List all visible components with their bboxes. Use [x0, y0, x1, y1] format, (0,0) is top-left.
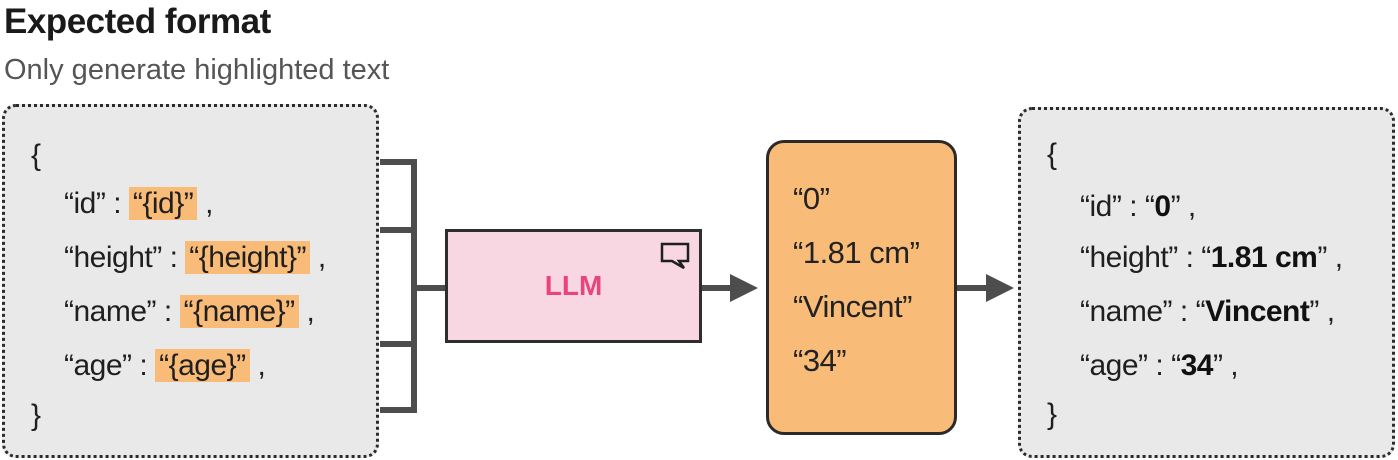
generated-value: “Vincent”: [793, 289, 913, 324]
result-separator: :: [1155, 349, 1164, 382]
template-placeholder-highlight: “{height}”: [185, 241, 311, 274]
template-separator: :: [163, 295, 172, 328]
template-key: “age”: [64, 349, 132, 382]
result-row-id: “id” : “0” ,: [1080, 190, 1196, 224]
template-row-name: “name” : “{name}” ,: [64, 295, 315, 329]
result-key: “age”: [1080, 349, 1148, 382]
template-trailing-comma: ,: [317, 241, 326, 274]
template-key: “height”: [64, 241, 162, 274]
diagram-subtitle: Only generate highlighted text: [4, 54, 390, 86]
template-placeholder-highlight: “{age}”: [155, 349, 250, 382]
result-separator: :: [1179, 295, 1188, 328]
result-open-quote: “: [1144, 190, 1155, 223]
template-separator: :: [169, 241, 178, 274]
result-separator: :: [1129, 190, 1138, 223]
result-key: “id”: [1080, 190, 1122, 223]
bracket-connector: [380, 159, 417, 413]
result-open-quote: “: [1195, 295, 1206, 328]
template-placeholder-highlight: “{name}”: [179, 295, 299, 328]
template-placeholder-highlight: “{id}”: [128, 187, 198, 220]
generated-values-card: “0” “1.81 cm” “Vincent” “34”: [766, 140, 957, 435]
template-separator: :: [113, 187, 122, 220]
card-to-output-arrowhead: [986, 274, 1014, 302]
generated-value: “0”: [793, 181, 830, 216]
result-trailing-comma: ,: [1334, 241, 1343, 274]
result-close-quote: ”: [1317, 241, 1327, 274]
result-row-height: “height” : “1.81 cm” ,: [1080, 241, 1343, 275]
template-trailing-comma: ,: [257, 349, 266, 382]
template-trailing-comma: ,: [306, 295, 315, 328]
result-row-name: “name” : “Vincent” ,: [1080, 295, 1335, 329]
result-close-quote: ”: [1309, 295, 1319, 328]
template-separator: :: [139, 349, 148, 382]
template-row-id: “id” : “{id}” ,: [64, 187, 213, 221]
template-panel: { “id” : “{id}” , “height” : “{height}” …: [2, 104, 379, 458]
template-trailing-comma: ,: [205, 187, 213, 220]
template-row-height: “height” : “{height}” ,: [64, 241, 326, 275]
chat-bubble-icon: [660, 242, 690, 270]
llm-label: LLM: [544, 270, 603, 301]
llm-node: LLM: [445, 229, 702, 343]
result-value: 1.81 cm: [1210, 241, 1318, 274]
result-value: Vincent: [1205, 295, 1310, 328]
result-key: “height”: [1080, 241, 1178, 274]
llm-to-card-arrowhead: [730, 274, 758, 302]
result-close-quote: ”: [1212, 349, 1223, 382]
template-row-age: “age” : “{age}” ,: [64, 349, 266, 383]
result-value: 34: [1180, 349, 1214, 382]
result-close-quote: ”: [1170, 190, 1181, 223]
result-trailing-comma: ,: [1326, 295, 1335, 328]
result-row-age: “age” : “34” ,: [1080, 349, 1239, 383]
result-open-quote: “: [1201, 241, 1211, 274]
result-trailing-comma: ,: [1187, 190, 1196, 223]
template-close-brace: }: [31, 399, 41, 432]
template-key: “name”: [64, 295, 157, 328]
diagram-title: Expected format: [4, 2, 271, 41]
generated-value: “34”: [793, 343, 847, 378]
result-separator: :: [1185, 241, 1194, 274]
result-trailing-comma: ,: [1230, 349, 1239, 382]
generated-value: “1.81 cm”: [793, 235, 920, 270]
template-open-brace: {: [31, 139, 41, 172]
result-open-brace: {: [1047, 138, 1057, 171]
template-key: “id”: [64, 187, 106, 220]
result-panel: { “id” : “0” , “height” : “1.81 cm” , “n…: [1018, 107, 1395, 458]
result-value: 0: [1154, 190, 1171, 223]
result-close-brace: }: [1047, 398, 1057, 431]
result-key: “name”: [1080, 295, 1173, 328]
result-open-quote: “: [1171, 349, 1181, 382]
